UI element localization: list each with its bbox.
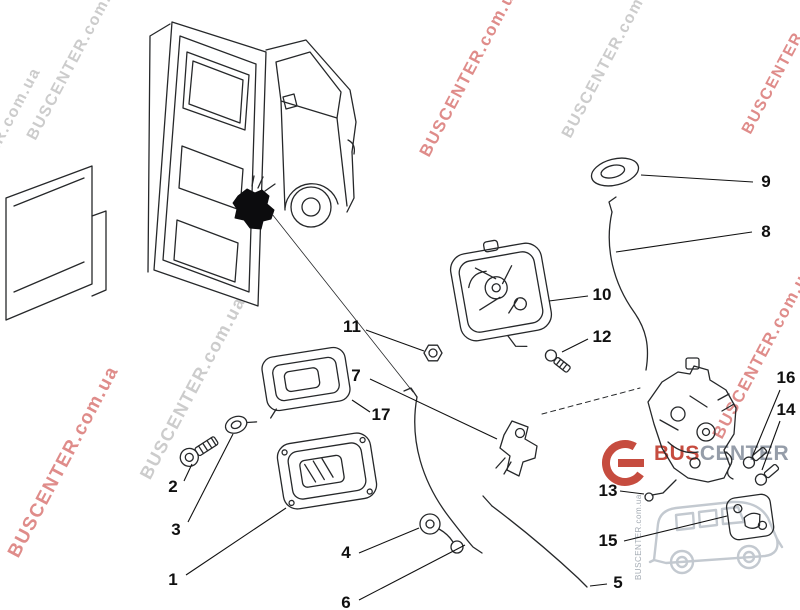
callout-6: 6 <box>341 593 351 610</box>
callout-5: 5 <box>613 573 623 592</box>
logo-text-bus: BUS <box>654 442 700 465</box>
callout-14: 14 <box>776 400 796 419</box>
part-nut-11 <box>423 344 443 362</box>
callout-8: 8 <box>761 222 771 241</box>
part-striker-15 <box>725 493 775 541</box>
part-clip-3 <box>224 415 258 434</box>
callout-15: 15 <box>598 531 618 550</box>
part-rod-8 <box>608 196 649 371</box>
callout-11: 11 <box>343 317 361 336</box>
door-lock-blob <box>232 188 275 230</box>
van-silhouette-watermark <box>648 500 784 575</box>
explosion-line <box>271 213 414 393</box>
part-screw-14 <box>754 463 780 486</box>
callout-17: 17 <box>371 405 391 424</box>
callout-7: 7 <box>351 366 361 385</box>
part-lever-7 <box>495 420 538 477</box>
part-screw-16 <box>742 446 768 469</box>
part-handle-housing-1 <box>276 432 378 510</box>
part-bezel-17 <box>261 346 351 419</box>
callout-12: 12 <box>592 327 612 346</box>
part-grommet-9 <box>590 157 640 187</box>
callout-2: 2 <box>168 477 178 496</box>
part-lock-assembly-13 <box>644 357 737 502</box>
buscenter-logo-icon <box>602 440 648 486</box>
assembly-axis-dashed-line <box>541 387 641 415</box>
callout-3: 3 <box>171 520 181 539</box>
part-screw-12 <box>544 349 571 373</box>
part-bolt-2 <box>179 436 219 468</box>
part-rod-6 <box>403 387 483 554</box>
callout-13: 13 <box>598 481 618 500</box>
callout-1: 1 <box>168 570 178 589</box>
part-rod-5 <box>482 495 588 588</box>
callout-16: 16 <box>776 368 796 387</box>
callout-4: 4 <box>341 543 351 562</box>
vehicle-sketch <box>5 21 357 321</box>
callout-10: 10 <box>592 285 612 304</box>
part-lock-plate-10 <box>449 239 553 347</box>
part-rod-clip-4 <box>419 513 464 554</box>
callout-9: 9 <box>761 172 771 191</box>
